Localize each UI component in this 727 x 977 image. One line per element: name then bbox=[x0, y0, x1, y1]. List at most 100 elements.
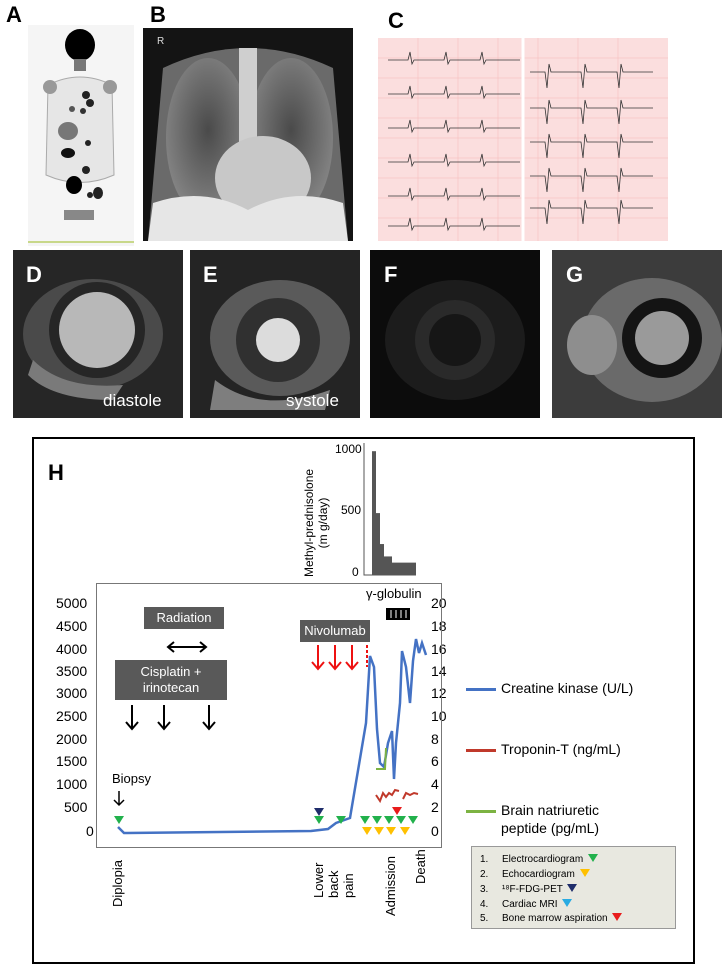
left-tick: 1000 bbox=[56, 776, 88, 792]
mri-diastole-image bbox=[13, 250, 183, 418]
left-tick: 0 bbox=[86, 823, 94, 839]
right-tick: 4 bbox=[431, 776, 439, 792]
ecg-marker bbox=[360, 816, 370, 824]
legend-label-troponin: Troponin-T (ng/mL) bbox=[501, 741, 621, 757]
chemo-tag: Cisplatin + irinotecan bbox=[115, 660, 227, 700]
x-label-lower-back-pain: Lower back pain bbox=[311, 850, 356, 898]
chest-xray-image: R bbox=[143, 28, 353, 241]
key-marker-pet bbox=[567, 884, 578, 892]
key-row-pet: 3. ¹⁸F-FDG-PET bbox=[480, 884, 578, 895]
plot-frame bbox=[96, 583, 442, 848]
key-row-mri: 4. Cardiac MRI bbox=[480, 899, 573, 910]
globulin-bars bbox=[386, 608, 410, 620]
biopsy-label: Biopsy bbox=[112, 771, 152, 786]
right-tick: 0 bbox=[431, 823, 439, 839]
exam-markers bbox=[114, 807, 418, 835]
globulin-label: γ-globulin bbox=[366, 586, 422, 601]
key-label: Echocardiogram bbox=[502, 869, 575, 880]
steroid-bar bbox=[376, 513, 380, 575]
steroid-bar bbox=[412, 562, 416, 575]
ecg-marker bbox=[396, 816, 406, 824]
key-num: 3. bbox=[480, 884, 489, 895]
key-label: Bone marrow aspiration bbox=[502, 913, 608, 924]
key-num: 2. bbox=[480, 869, 489, 880]
x-label-admission: Admission bbox=[383, 856, 398, 916]
steroid-bar bbox=[380, 544, 384, 575]
ecg-marker bbox=[314, 816, 324, 824]
side-marker: R bbox=[157, 36, 165, 47]
ecg-marker bbox=[408, 816, 418, 824]
right-tick: 6 bbox=[431, 753, 439, 769]
legend-swatch-troponin bbox=[466, 749, 496, 752]
key-label: Cardiac MRI bbox=[502, 899, 558, 910]
mri-t2-image bbox=[552, 250, 722, 418]
left-tick: 1500 bbox=[56, 753, 88, 769]
x-label-death: Death bbox=[413, 849, 428, 884]
radiation-arrow bbox=[166, 641, 208, 653]
key-marker-echo bbox=[579, 869, 590, 877]
left-tick: 3500 bbox=[56, 663, 88, 679]
right-tick: 18 bbox=[431, 618, 447, 634]
panel-f-label: F bbox=[384, 262, 398, 287]
ecg-marker bbox=[114, 816, 124, 824]
nivolumab-arrows bbox=[311, 645, 368, 671]
steroid-bar bbox=[388, 556, 392, 575]
x-label-diplopia: Diplopia bbox=[110, 860, 125, 907]
key-marker-ecg bbox=[587, 854, 598, 862]
left-tick: 500 bbox=[64, 799, 88, 815]
series-bnp bbox=[376, 747, 387, 770]
ecg-marker bbox=[384, 816, 394, 824]
echo-marker bbox=[400, 827, 410, 835]
key-num: 5. bbox=[480, 913, 489, 924]
steroid-bar bbox=[396, 562, 400, 575]
chemo-arrows bbox=[125, 705, 216, 731]
chemo-tag-text: Cisplatin + irinotecan bbox=[140, 664, 202, 695]
key-label: ¹⁸F-FDG-PET bbox=[502, 884, 563, 895]
steroid-bar bbox=[404, 562, 408, 575]
steroid-axis-label: Methyl-prednisolone (m g/day) bbox=[302, 469, 330, 577]
steroid-bar bbox=[400, 562, 404, 575]
left-tick: 3000 bbox=[56, 685, 88, 701]
left-tick: 4000 bbox=[56, 641, 88, 657]
systole-caption: systole bbox=[286, 391, 339, 410]
nivolumab-tag: Nivolumab bbox=[300, 620, 370, 642]
legend-swatch-bnp bbox=[466, 810, 496, 813]
series-creatine-kinase bbox=[117, 638, 428, 835]
steroid-axis-label-text: Methyl-prednisolone (m g/day) bbox=[302, 468, 330, 577]
steroid-tick-500: 500 bbox=[341, 503, 362, 517]
key-marker-mri bbox=[562, 899, 573, 907]
key-row-ecg: 1. Electrocardiogram bbox=[480, 854, 598, 865]
pet-marker bbox=[314, 808, 324, 816]
ecg-marker bbox=[336, 816, 346, 824]
right-tick: 2 bbox=[431, 799, 439, 815]
steroid-axis bbox=[363, 443, 416, 576]
right-tick: 12 bbox=[431, 685, 447, 701]
pet-scan-image bbox=[28, 25, 134, 246]
steroid-tick-0: 0 bbox=[352, 565, 359, 579]
biopsy-arrow bbox=[113, 791, 125, 807]
right-tick: 10 bbox=[431, 708, 447, 724]
legend-label-ck: Creatine kinase (U/L) bbox=[501, 680, 634, 696]
left-tick: 2000 bbox=[56, 731, 88, 747]
ecg-marker bbox=[372, 816, 382, 824]
key-num: 4. bbox=[480, 899, 489, 910]
mri-systole-image bbox=[190, 250, 360, 418]
right-tick: 8 bbox=[431, 731, 439, 747]
right-tick: 20 bbox=[431, 595, 447, 611]
steroid-bar bbox=[408, 562, 412, 575]
left-tick: 4500 bbox=[56, 618, 88, 634]
key-label: Electrocardiogram bbox=[502, 854, 584, 865]
steroid-chart bbox=[363, 443, 416, 576]
series-troponin bbox=[375, 788, 419, 804]
panel-c-label: C bbox=[388, 8, 404, 33]
echo-marker bbox=[362, 827, 372, 835]
key-num: 1. bbox=[480, 854, 489, 865]
legend-label-bnp-2: peptide (pg/mL) bbox=[501, 820, 600, 836]
ecg-image bbox=[378, 38, 668, 241]
steroid-bar bbox=[372, 451, 376, 575]
timeline-chart bbox=[96, 583, 442, 848]
panel-d-label: D bbox=[26, 262, 42, 287]
right-tick: 16 bbox=[431, 641, 447, 657]
left-tick: 2500 bbox=[56, 708, 88, 724]
radiation-tag: Radiation bbox=[144, 607, 224, 629]
